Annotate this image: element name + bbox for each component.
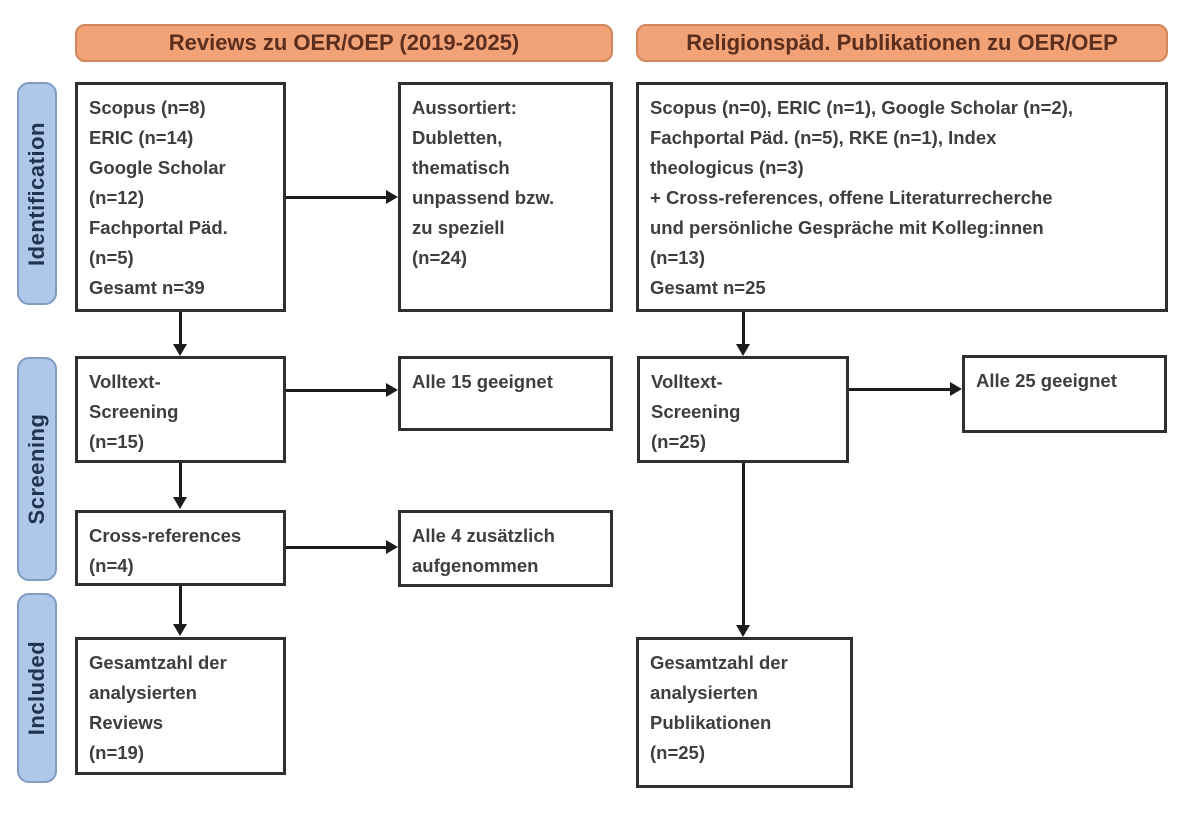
arrowhead-down-icon bbox=[736, 625, 750, 637]
stage-label-screening-text: Screening bbox=[24, 413, 49, 525]
stage-label-identification: Identification bbox=[17, 82, 57, 305]
arrow-line bbox=[286, 389, 386, 392]
arrowhead-right-icon bbox=[386, 540, 398, 554]
arrow-line bbox=[742, 312, 745, 345]
arrow-line bbox=[742, 463, 745, 626]
box-left-included: Gesamtzahl der analysierten Reviews (n=1… bbox=[75, 637, 286, 775]
box-right-sources: Scopus (n=0), ERIC (n=1), Google Scholar… bbox=[636, 82, 1168, 312]
arrowhead-down-icon bbox=[173, 497, 187, 509]
arrow-line bbox=[286, 546, 386, 549]
box-left-crossref: Cross-references (n=4) bbox=[75, 510, 286, 586]
box-left-sources: Scopus (n=8) ERIC (n=14) Google Scholar … bbox=[75, 82, 286, 312]
arrow-line bbox=[179, 312, 182, 345]
stage-label-identification-text: Identification bbox=[24, 121, 49, 266]
arrowhead-right-icon bbox=[386, 383, 398, 397]
stage-label-included: Included bbox=[17, 593, 57, 783]
box-left-excluded: Aussortiert: Dubletten, thematisch unpas… bbox=[398, 82, 613, 312]
box-right-included: Gesamtzahl der analysierten Publikatione… bbox=[636, 637, 853, 788]
column-header-religionspaed: Religionspäd. Publikationen zu OER/OEP bbox=[636, 24, 1168, 62]
stage-label-included-text: Included bbox=[24, 640, 49, 736]
arrow-line bbox=[286, 196, 386, 199]
arrow-line bbox=[849, 388, 950, 391]
box-left-crossref-result: Alle 4 zusätzlich aufgenommen bbox=[398, 510, 613, 587]
arrow-line bbox=[179, 586, 182, 625]
arrowhead-right-icon bbox=[950, 382, 962, 396]
box-left-fulltext-result: Alle 15 geeignet bbox=[398, 356, 613, 431]
arrowhead-down-icon bbox=[173, 344, 187, 356]
arrowhead-down-icon bbox=[173, 624, 187, 636]
arrowhead-down-icon bbox=[736, 344, 750, 356]
column-header-reviews: Reviews zu OER/OEP (2019-2025) bbox=[75, 24, 613, 62]
arrowhead-right-icon bbox=[386, 190, 398, 204]
stage-label-screening: Screening bbox=[17, 357, 57, 581]
arrow-line bbox=[179, 463, 182, 498]
box-right-fulltext-screening: Volltext- Screening (n=25) bbox=[637, 356, 849, 463]
box-left-fulltext-screening: Volltext- Screening (n=15) bbox=[75, 356, 286, 463]
box-right-fulltext-result: Alle 25 geeignet bbox=[962, 355, 1167, 433]
